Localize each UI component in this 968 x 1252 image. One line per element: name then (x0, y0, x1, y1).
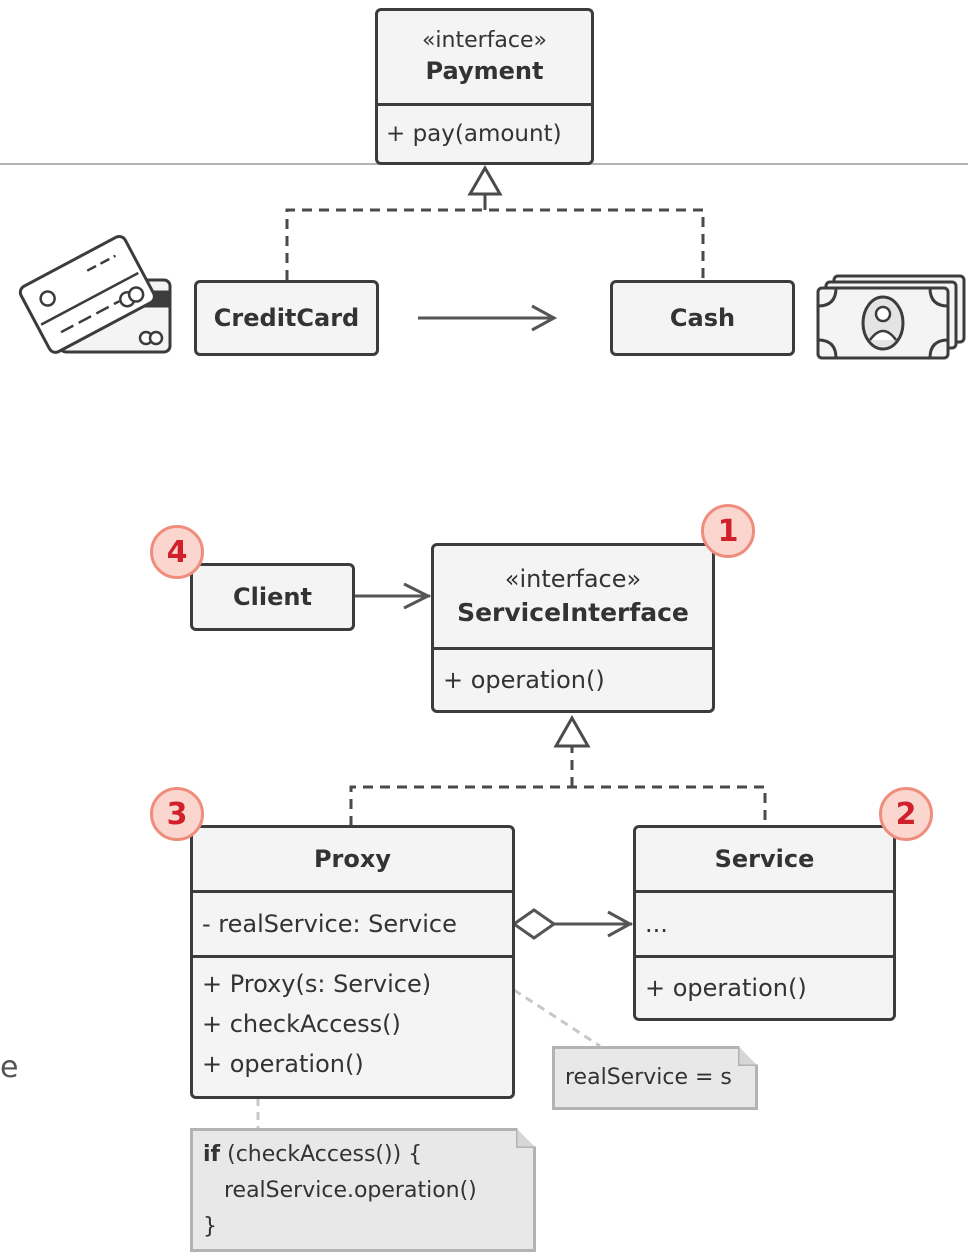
note-constructor-text: realService = s (565, 1065, 732, 1090)
badge-client: 4 (150, 525, 204, 579)
note-constructor: realService = s (552, 1046, 758, 1110)
cropped-text-fragment: e (0, 1050, 19, 1085)
service-box: Service ... + operation() (633, 825, 896, 1021)
payment-interface-box: «interface» Payment + pay(amount) (375, 8, 594, 165)
note-fold-icon (516, 1128, 536, 1148)
creditcard-cash-arrow (418, 304, 558, 332)
credit-card-icon (18, 235, 172, 354)
badge-service: 2 (879, 787, 933, 841)
creditcard-title: CreditCard (213, 303, 360, 332)
service-interface-stereotype: «interface» (504, 564, 642, 593)
service-interface-method: + operation() (443, 666, 605, 694)
proxy-method-checkaccess: + checkAccess() (202, 1010, 401, 1038)
proxy-box: Proxy - realService: Service + Proxy(s: … (190, 825, 515, 1099)
proxy-method-constructor: + Proxy(s: Service) (202, 970, 432, 998)
cash-box: Cash (610, 280, 795, 356)
note-line2: realService.operation() (203, 1178, 477, 1203)
proxy-field: - realService: Service (202, 910, 457, 938)
service-method: + operation() (645, 974, 807, 1002)
note-fold-icon (738, 1046, 758, 1066)
note-operation: if (checkAccess()) { realService.operati… (190, 1128, 536, 1252)
interface-realization (349, 714, 767, 826)
payment-realization (285, 164, 705, 280)
proxy-method-operation: + operation() (202, 1050, 364, 1078)
note-connector-constructor (513, 988, 601, 1048)
client-interface-arrow (354, 582, 432, 610)
client-box: Client (190, 563, 355, 631)
note-line3: } (203, 1214, 217, 1239)
payment-stereotype: «interface» (421, 27, 548, 53)
service-title: Service (714, 844, 815, 873)
service-interface-box: «interface» ServiceInterface + operation… (431, 543, 715, 713)
note-line1: (checkAccess()) { (220, 1142, 423, 1167)
proxy-service-aggregation (511, 908, 634, 940)
proxy-title: Proxy (313, 844, 392, 873)
service-field: ... (645, 910, 668, 938)
service-interface-title: ServiceInterface (457, 597, 689, 627)
cash-title: Cash (669, 303, 736, 332)
note-keyword-if: if (203, 1142, 221, 1167)
client-title: Client (233, 582, 312, 611)
payment-method: + pay(amount) (386, 121, 562, 147)
payment-title: Payment (425, 56, 544, 85)
badge-service-interface: 1 (701, 504, 755, 558)
cash-icon (816, 274, 966, 360)
creditcard-box: CreditCard (194, 280, 379, 356)
badge-proxy: 3 (150, 787, 204, 841)
